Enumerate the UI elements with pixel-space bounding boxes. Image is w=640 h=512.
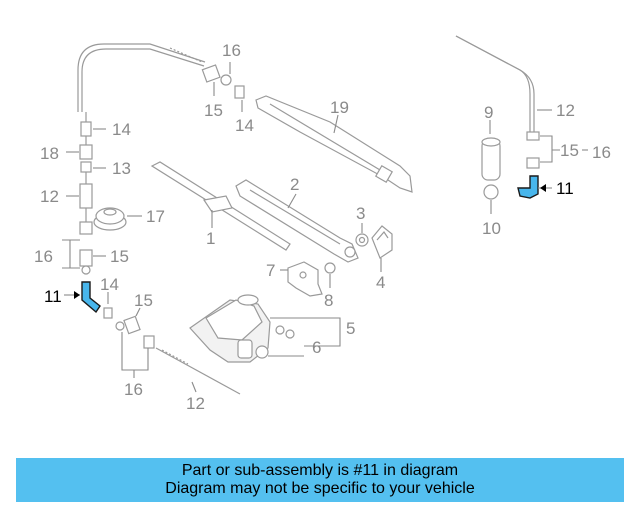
caption-line-1: Part or sub-assembly is #11 in diagram	[181, 462, 459, 479]
callout-14-bottom: 14	[100, 275, 119, 294]
callout-16-bottom: 16	[124, 380, 143, 399]
parts-diagram: 16 15 14 19 9 12 14 18 13 12 17 1 2 3 4 …	[34, 35, 611, 413]
wiper-arm-1	[150, 161, 291, 251]
callout-16-left: 16	[34, 247, 53, 266]
callout-16-right: 16	[592, 143, 611, 162]
wiper-motor-5	[189, 294, 341, 363]
right-tube-12	[455, 35, 588, 169]
lower-hose-assembly	[64, 281, 241, 395]
callout-6: 6	[312, 338, 321, 357]
callout-12-left: 12	[40, 187, 59, 206]
washer-pump-9	[481, 120, 501, 214]
washer-tube-upper	[77, 43, 206, 112]
callout-14-top: 14	[235, 116, 254, 135]
callout-15-left: 15	[110, 247, 129, 266]
callout-7: 7	[266, 261, 275, 280]
callout-11-left: 11	[44, 287, 62, 306]
callout-18: 18	[40, 144, 59, 163]
callout-16-top: 16	[222, 41, 241, 60]
callout-10: 10	[482, 219, 501, 238]
wiper-blade-19	[255, 95, 413, 193]
callout-14-left: 14	[112, 120, 131, 139]
cap-4	[371, 225, 393, 272]
callout-9: 9	[484, 103, 493, 122]
callout-1: 1	[206, 229, 215, 248]
hose-11-right	[517, 175, 552, 199]
callout-8: 8	[324, 291, 333, 310]
callout-15-top: 15	[204, 101, 223, 120]
callout-17: 17	[146, 207, 165, 226]
callout-15-right: 15	[560, 141, 579, 160]
nut-3	[355, 223, 369, 247]
callout-11-right: 11	[556, 179, 574, 198]
left-fittings	[62, 112, 106, 275]
callout-12-right: 12	[556, 101, 575, 120]
caption-line-2: Diagram may not be specific to your vehi…	[165, 480, 475, 497]
callout-13: 13	[112, 159, 131, 178]
grommet-17	[93, 207, 142, 231]
callout-19: 19	[330, 98, 349, 117]
callout-5: 5	[346, 319, 355, 338]
callout-15-bottom: 15	[134, 291, 153, 310]
connector-15-top	[201, 62, 245, 112]
callout-4: 4	[376, 273, 385, 292]
bracket-7	[280, 261, 336, 297]
callout-2: 2	[290, 175, 299, 194]
wiper-arm-2	[235, 179, 359, 263]
hose-11-left	[81, 281, 101, 314]
caption-banner: Part or sub-assembly is #11 in diagram D…	[16, 458, 624, 502]
callout-3: 3	[356, 204, 365, 223]
callout-12-bottom: 12	[186, 394, 205, 413]
